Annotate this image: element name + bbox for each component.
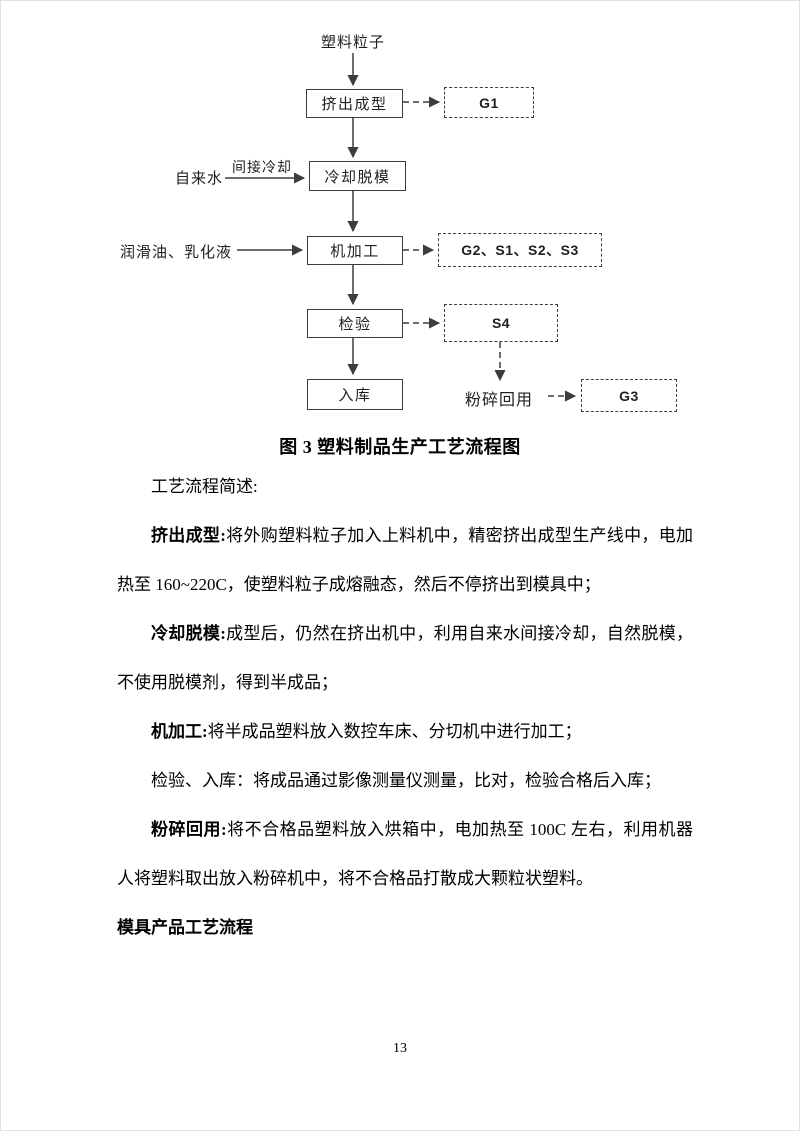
paragraph-lead: 挤出成型: [151,526,226,545]
solid-arrows [225,53,359,376]
flowchart-node-extrusion: 挤出成型 [306,89,403,118]
paragraph-text: 将外购塑料粒子加入上料机中，精密挤出成型生产线中，电加热至 160~220C，使… [117,526,693,594]
flowchart-output-g1: G1 [444,87,534,118]
flowchart-arrows [225,53,577,402]
paragraph-text: 检验、入库：将成品通过影像测量仪测量，比对，检验合格后入库； [151,771,661,790]
flowchart-label-indirect-cooling: 间接冷却 [232,159,292,175]
flowchart-node-inspection: 检验 [307,309,403,338]
flowchart-output-g3: G3 [581,379,677,412]
process-flowchart: 塑料粒子 挤出成型 G1 自来水 间接冷却 冷却脱模 润滑油、乳化液 机加工 G… [1,1,799,426]
section-heading: 模具产品工艺流程 [117,918,253,937]
paragraph-intro: 工艺流程简述: [151,477,258,496]
paragraph-text: 成型后，仍然在挤出机中，利用自来水间接冷却，自然脱模，不使用脱模剂，得到半成品； [117,624,693,692]
flowchart-label-tap-water: 自来水 [175,170,224,187]
paragraph-lead: 机加工: [151,722,208,741]
paragraph-extrusion: 挤出成型:将外购塑料粒子加入上料机中，精密挤出成型生产线中，电加热至 160~2… [117,511,693,609]
paragraph-inspection-storage: 检验、入库：将成品通过影像测量仪测量，比对，检验合格后入库； [117,756,693,805]
flowchart-start-label: 塑料粒子 [321,34,386,51]
flowchart-label-lubricant: 润滑油、乳化液 [120,244,233,261]
paragraph-lead: 冷却脱模: [151,624,226,643]
dashed-arrows [403,96,577,402]
flowchart-node-cooling: 冷却脱模 [309,161,406,191]
body-text: 工艺流程简述: 挤出成型:将外购塑料粒子加入上料机中，精密挤出成型生产线中，电加… [117,462,693,952]
paragraph-text: 将半成品塑料放入数控车床、分切机中进行加工； [207,722,582,741]
paragraph-lead: 粉碎回用: [151,820,227,839]
flowchart-node-machining: 机加工 [307,236,403,265]
paragraph-machining: 机加工:将半成品塑料放入数控车床、分切机中进行加工； [117,707,693,756]
paragraph-crushing: 粉碎回用:将不合格品塑料放入烘箱中，电加热至 100C 左右，利用机器人将塑料取… [117,805,693,903]
flowchart-output-g2-s1-s2-s3: G2、S1、S2、S3 [438,233,602,267]
flowchart-node-storage: 入库 [307,379,403,410]
paragraph-text: 将不合格品塑料放入烘箱中，电加热至 100C 左右，利用机器人将塑料取出放入粉碎… [117,820,693,888]
paragraph-cooling: 冷却脱模:成型后，仍然在挤出机中，利用自来水间接冷却，自然脱模，不使用脱模剂，得… [117,609,693,707]
figure-caption: 图 3 塑料制品生产工艺流程图 [279,437,521,457]
flowchart-output-s4: S4 [444,304,558,342]
flowchart-node-crushing: 粉碎回用 [465,392,534,409]
page-number: 13 [393,1041,407,1056]
